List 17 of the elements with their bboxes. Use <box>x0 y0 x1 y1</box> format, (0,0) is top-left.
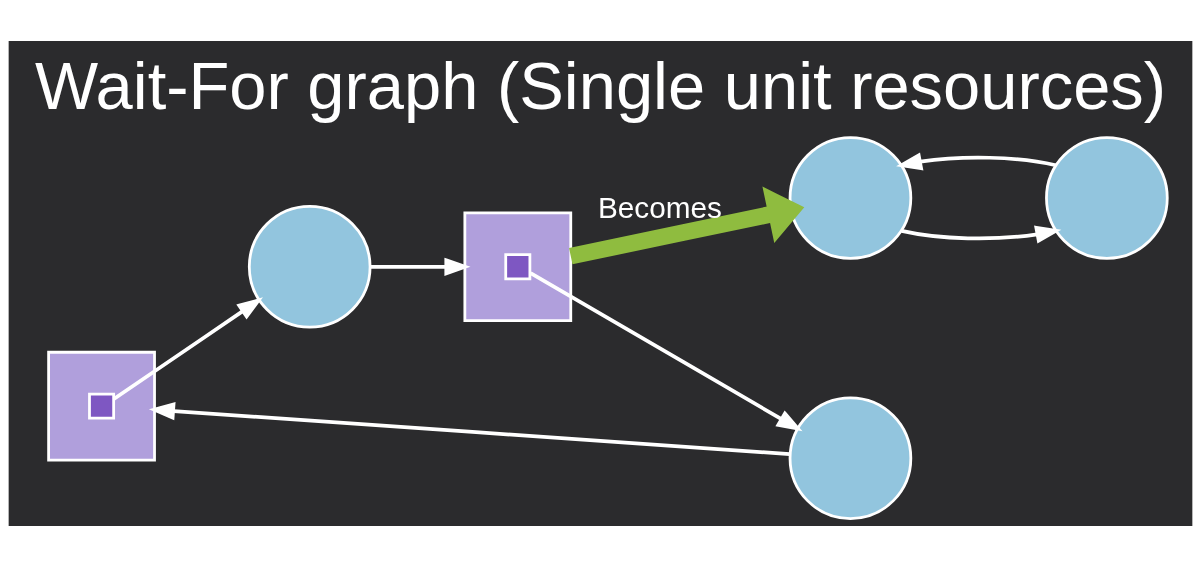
edge-label: Becomes <box>598 191 722 225</box>
node-circle <box>1045 136 1169 260</box>
arrow <box>148 402 790 456</box>
cluster <box>47 350 156 462</box>
node-circle <box>788 136 913 260</box>
cluster <box>463 211 573 323</box>
arrow <box>569 186 805 265</box>
diagram-title: Wait-For graph (Single unit resources) <box>34 48 1167 124</box>
arrow <box>901 225 1062 244</box>
arrow <box>370 257 471 276</box>
arrow <box>529 271 803 432</box>
node-box <box>88 392 116 420</box>
arrow <box>896 152 1057 171</box>
arrow <box>112 297 263 401</box>
node-circle <box>788 396 913 520</box>
node-circle <box>247 205 372 329</box>
node-box <box>504 253 532 281</box>
